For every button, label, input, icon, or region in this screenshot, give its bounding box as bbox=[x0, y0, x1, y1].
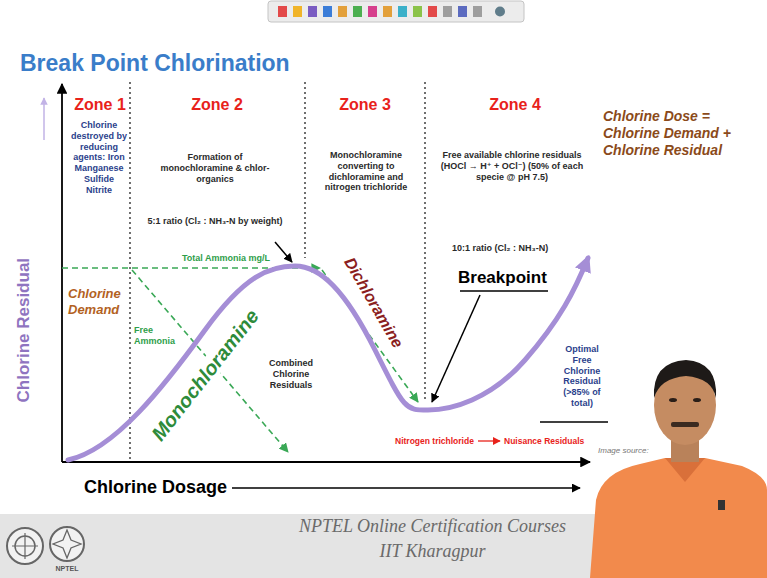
y-axis bbox=[61, 84, 63, 462]
nuisance-arrow bbox=[478, 440, 500, 441]
axis-title: Chlorine Residual bbox=[14, 258, 34, 403]
axis-direction-arrow bbox=[43, 98, 45, 140]
zone-label: Zone 4 bbox=[470, 95, 560, 114]
presenter-eye bbox=[669, 398, 677, 402]
breakpoint-underline bbox=[460, 290, 548, 292]
line-label: Free Ammonia bbox=[134, 325, 180, 347]
residual-curve bbox=[68, 258, 588, 460]
annotation-toolbar bbox=[268, 1, 524, 22]
ratio-pointer bbox=[275, 242, 292, 262]
zone-separator bbox=[129, 82, 130, 460]
x-axis bbox=[62, 461, 590, 463]
ratio-note: 10:1 ratio (Cl₂ : NH₃-N) bbox=[452, 243, 548, 254]
axis-title: Chlorine Dosage bbox=[84, 477, 227, 499]
toolbar-bar bbox=[268, 1, 524, 22]
toolbar-icon bbox=[428, 6, 437, 17]
toolbar-icon bbox=[495, 7, 505, 17]
region-label: Optimal Free Chlorine Residual (>85% of … bbox=[556, 344, 608, 409]
zone-note: Chlorine destroyed by reducing agents: I… bbox=[70, 120, 128, 196]
toolbar-icon bbox=[398, 6, 407, 17]
presenter-figure bbox=[590, 360, 767, 578]
nptel-logo bbox=[50, 527, 84, 561]
breakpoint-label: Breakpoint bbox=[458, 268, 547, 288]
course-footer: IIT Kharagpur bbox=[290, 541, 575, 563]
zone-separator bbox=[304, 82, 305, 258]
presenter-microphone bbox=[718, 500, 725, 510]
presenter-shirt bbox=[590, 458, 767, 578]
toolbar-icon bbox=[473, 6, 482, 17]
zone-note: Monochloramine converting to dichloramin… bbox=[310, 150, 422, 193]
presenter-eye bbox=[693, 398, 701, 402]
zone-note: Formation of monochloramine & chlor-orga… bbox=[160, 152, 270, 184]
toolbar-icon bbox=[353, 6, 362, 17]
toolbar-icon bbox=[443, 6, 452, 17]
toolbar-icon bbox=[323, 6, 332, 17]
course-footer: NPTEL Online Certification Courses bbox=[290, 516, 575, 538]
toolbar-icon bbox=[458, 6, 467, 17]
institute-logo bbox=[12, 533, 38, 559]
curve-label: Dichloramine bbox=[339, 253, 407, 353]
nuisance-label: Nuisance Residuals bbox=[504, 436, 584, 446]
institute-logo bbox=[7, 528, 43, 564]
toolbar-icon bbox=[278, 6, 287, 17]
dosage-arrow bbox=[232, 487, 580, 489]
toolbar-icon bbox=[413, 6, 422, 17]
breakpoint-pointer bbox=[432, 295, 480, 402]
toolbar-icon bbox=[368, 6, 377, 17]
optimal-level-line bbox=[540, 421, 608, 423]
nptel-logo bbox=[53, 530, 81, 558]
presenter-moustache bbox=[671, 422, 699, 427]
formula-note: Chlorine Dose = Chlorine Demand + Chlori… bbox=[603, 108, 755, 158]
presenter-hair bbox=[654, 360, 716, 398]
demand-label: Chlorine Demand bbox=[68, 286, 128, 317]
curve-label: Monochloramine bbox=[146, 304, 264, 447]
zone-label: Zone 3 bbox=[320, 95, 410, 114]
ratio-note: 5:1 ratio (Cl₂ : NH₃-N by weight) bbox=[140, 216, 290, 227]
region-label: Combined Chlorine Residuals bbox=[260, 358, 322, 390]
zone-separator bbox=[424, 82, 425, 402]
toolbar-icon bbox=[308, 6, 317, 17]
zone-label: Zone 2 bbox=[172, 95, 262, 114]
source-note: Image source: bbox=[598, 446, 649, 456]
line-label: Total Ammonia mg/L bbox=[182, 253, 270, 264]
free-ammonia-line bbox=[132, 270, 288, 452]
logo-caption: NPTEL bbox=[45, 565, 89, 573]
slide-title: Break Point Chlorination bbox=[20, 50, 290, 78]
toolbar-icon bbox=[293, 6, 302, 17]
toolbar-icon bbox=[338, 6, 347, 17]
toolbar-icon bbox=[383, 6, 392, 17]
nuisance-label: Nitrogen trichloride bbox=[395, 436, 474, 446]
zone-note: Free available chlorine residuals (HOCl … bbox=[432, 150, 592, 182]
zone-label: Zone 1 bbox=[70, 95, 130, 114]
